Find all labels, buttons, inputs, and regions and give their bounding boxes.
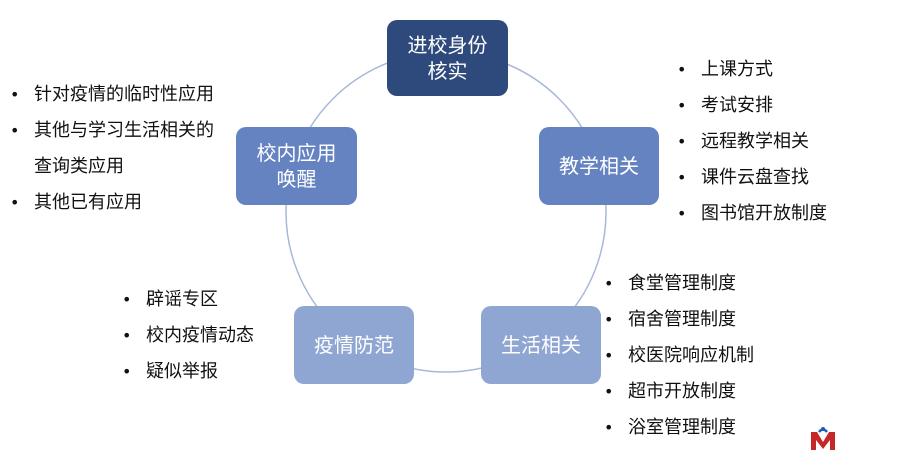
node-life[interactable]: 生活相关 bbox=[481, 306, 601, 384]
list-item: 辟谣专区 bbox=[116, 282, 254, 318]
list-campus-apps: 针对疫情的临时性应用 其他与学习生活相关的 查询类应用 其他已有应用 bbox=[4, 77, 214, 221]
list-item: 远程教学相关 bbox=[671, 124, 827, 160]
list-teaching: 上课方式 考试安排 远程教学相关 课件云盘查找 图书馆开放制度 bbox=[671, 52, 827, 232]
list-item: 浴室管理制度 bbox=[598, 410, 754, 446]
node-campus-apps[interactable]: 校内应用 唤醒 bbox=[236, 127, 357, 205]
list-item: 疑似举报 bbox=[116, 354, 254, 390]
list-item: 校内疫情动态 bbox=[116, 318, 254, 354]
list-item: 校医院响应机制 bbox=[598, 338, 754, 374]
list-item: 上课方式 bbox=[671, 52, 827, 88]
list-epidemic-prevention: 辟谣专区 校内疫情动态 疑似举报 bbox=[116, 282, 254, 390]
list-item-text: 其他已有应用 bbox=[34, 192, 142, 213]
list-item: 考试安排 bbox=[671, 88, 827, 124]
list-item: 其他已有应用 bbox=[4, 185, 214, 221]
list-item: 其他与学习生活相关的 查询类应用 bbox=[4, 113, 214, 185]
list-item-text: 其他与学习生活相关的 bbox=[34, 120, 214, 141]
node-identity-check[interactable]: 进校身份 核实 bbox=[387, 20, 508, 96]
list-item: 食堂管理制度 bbox=[598, 266, 754, 302]
list-item: 课件云盘查找 bbox=[671, 160, 827, 196]
node-teaching[interactable]: 教学相关 bbox=[539, 127, 659, 205]
node-epidemic-prevention[interactable]: 疫情防范 bbox=[294, 306, 414, 384]
list-item: 针对疫情的临时性应用 bbox=[4, 77, 214, 113]
list-item-text-continued: 查询类应用 bbox=[34, 156, 124, 177]
brand-logo-icon bbox=[811, 427, 835, 450]
list-item: 图书馆开放制度 bbox=[671, 196, 827, 232]
list-life: 食堂管理制度 宿舍管理制度 校医院响应机制 超市开放制度 浴室管理制度 bbox=[598, 266, 754, 446]
list-item: 宿舍管理制度 bbox=[598, 302, 754, 338]
list-item: 超市开放制度 bbox=[598, 374, 754, 410]
list-item-text: 针对疫情的临时性应用 bbox=[34, 84, 214, 105]
